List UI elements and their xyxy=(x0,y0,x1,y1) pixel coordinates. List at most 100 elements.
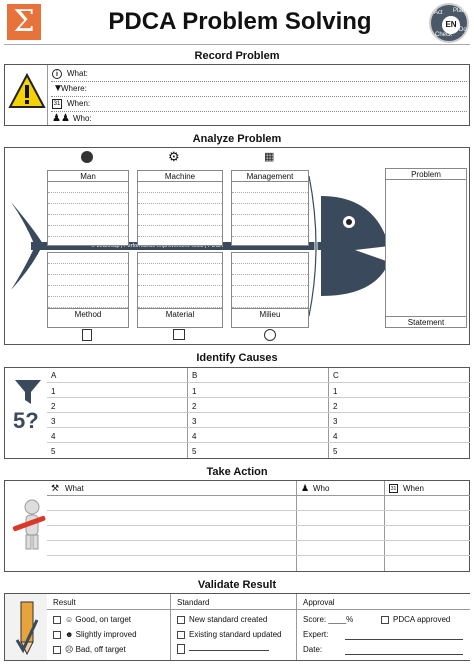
calendar-icon: 31 xyxy=(52,99,62,109)
pdca-approved[interactable]: PDCA approved xyxy=(381,615,450,624)
badge-ring-act: Act xyxy=(434,10,443,16)
badge-center: EN xyxy=(442,16,460,34)
category-milieu[interactable]: Milieu xyxy=(231,252,309,328)
people-icon: ♟♟ xyxy=(52,113,70,124)
page-title: PDCA Problem Solving xyxy=(108,8,372,35)
when-label: When: xyxy=(67,99,91,108)
fishbone-diagram xyxy=(11,175,389,317)
cause-b-2[interactable]: 2 xyxy=(192,402,197,411)
cause-c-3[interactable]: 3 xyxy=(333,417,338,426)
validate-header: Validate Result xyxy=(197,579,277,591)
record-panel: i What: ▼ Where: 31 When: ♟♟ Who: xyxy=(4,64,470,126)
date-field[interactable]: Date: xyxy=(303,645,463,655)
category-management[interactable]: Management xyxy=(231,170,309,246)
person-icon: ♟ xyxy=(301,483,310,493)
cause-b-3[interactable]: 3 xyxy=(192,417,197,426)
standard-updated[interactable]: Existing standard updated xyxy=(177,630,282,639)
sigma-logo: Σ xyxy=(7,4,41,40)
col-c-header: C xyxy=(333,371,339,380)
badge-ring-plan: Plan xyxy=(453,8,466,14)
action-who-header: Who xyxy=(313,484,330,493)
title-divider xyxy=(4,44,470,45)
cause-a-1[interactable]: 1 xyxy=(51,387,56,396)
cause-b-4[interactable]: 4 xyxy=(192,432,197,441)
standard-title: Standard xyxy=(177,598,210,607)
statement-label: Statement xyxy=(386,316,466,327)
result-title: Result xyxy=(53,598,76,607)
cause-c-4[interactable]: 4 xyxy=(333,432,338,441)
cause-b-5[interactable]: 5 xyxy=(192,447,197,456)
score-field[interactable]: Score: ____% xyxy=(303,615,354,624)
wrench-icon: ⚒ xyxy=(51,483,60,493)
approval-title: Approval xyxy=(303,598,335,607)
result-bad[interactable]: ☹ Bad, off target xyxy=(53,645,126,654)
category-method[interactable]: Method xyxy=(47,252,129,328)
brain-icon xyxy=(81,151,93,163)
sad-face-icon: ☹ xyxy=(65,645,74,654)
category-milieu-label: Milieu xyxy=(232,308,308,319)
material-box-icon xyxy=(173,329,185,340)
expert-field[interactable]: Expert: xyxy=(303,630,463,640)
action-what-header: What xyxy=(65,484,84,493)
badge-ring-check: Check xyxy=(435,32,453,38)
cause-c-5[interactable]: 5 xyxy=(333,447,338,456)
category-method-label: Method xyxy=(48,308,128,319)
record-row-who[interactable]: ♟♟ Who: xyxy=(51,112,467,127)
document-icon xyxy=(177,644,185,654)
validate-table: Result ☺ Good, on target ☻ Slightly impr… xyxy=(47,594,470,660)
checkbox-slight[interactable] xyxy=(53,630,61,639)
validate-panel: Result ☺ Good, on target ☻ Slightly impr… xyxy=(4,593,470,661)
result-good[interactable]: ☺ Good, on target xyxy=(53,615,131,624)
neutral-face-icon: ☻ xyxy=(65,630,74,639)
pencil-icon xyxy=(15,601,39,656)
category-management-label: Management xyxy=(232,171,308,182)
record-row-when[interactable]: 31 When: xyxy=(51,97,467,112)
badge-ring-do: Do xyxy=(459,27,467,33)
action-panel: ⚒ What ♟ Who 31 When xyxy=(4,480,470,572)
cause-c-1[interactable]: 1 xyxy=(333,387,338,396)
causes-header: Identify Causes xyxy=(196,352,278,364)
category-material[interactable]: Material xyxy=(137,252,223,328)
action-table: ⚒ What ♟ Who 31 When xyxy=(47,481,470,571)
cause-a-5[interactable]: 5 xyxy=(51,447,56,456)
checkbox-new-standard[interactable] xyxy=(177,615,185,624)
pdca-badge: EN Act Plan Do Check xyxy=(429,3,469,43)
category-man[interactable]: Man xyxy=(47,170,129,246)
problem-box[interactable]: Problem Statement xyxy=(385,168,467,328)
col-b-header: B xyxy=(192,371,198,380)
analyze-header: Analyze Problem xyxy=(192,133,282,145)
col-a-header: A xyxy=(51,371,57,380)
analyze-panel: ⚙ ▦ © Leanmap | Performance Improvement … xyxy=(4,147,470,345)
cause-a-4[interactable]: 4 xyxy=(51,432,56,441)
record-row-where[interactable]: ▼ Where: xyxy=(51,82,467,97)
result-slight[interactable]: ☻ Slightly improved xyxy=(53,630,137,639)
action-when-header: When xyxy=(403,484,424,493)
gear-icon: ⚙ xyxy=(168,149,180,164)
funnel-icon xyxy=(15,380,41,404)
checkbox-good[interactable] xyxy=(53,615,61,624)
checkbox-updated-standard[interactable] xyxy=(177,630,185,639)
what-label: What: xyxy=(67,69,88,78)
cause-a-3[interactable]: 3 xyxy=(51,417,56,426)
checkbox-bad[interactable] xyxy=(53,645,61,654)
standard-new[interactable]: New standard created xyxy=(177,615,267,624)
causes-table: A B C 1 2 3 4 5 1 2 3 4 5 1 2 3 4 5 xyxy=(47,368,470,458)
warning-icon xyxy=(8,73,46,108)
cause-b-1[interactable]: 1 xyxy=(192,387,197,396)
checkbox-pdca-approved[interactable] xyxy=(381,615,389,624)
who-label: Who: xyxy=(73,114,92,123)
spine-text: © Leanmap | Performance Improvement Tool… xyxy=(91,243,224,249)
standard-doc-field[interactable] xyxy=(177,644,269,654)
where-label: Where: xyxy=(61,84,87,93)
globe-icon xyxy=(264,329,276,341)
info-icon: i xyxy=(52,69,62,79)
location-pin-icon: ▼ xyxy=(53,83,63,94)
record-row-what[interactable]: i What: xyxy=(51,67,467,82)
causes-panel: 5? A B C 1 2 3 4 5 1 2 3 4 5 1 2 3 4 5 xyxy=(4,367,470,459)
category-machine[interactable]: Machine xyxy=(137,170,223,246)
category-machine-label: Machine xyxy=(138,171,222,182)
category-man-label: Man xyxy=(48,171,128,182)
cause-c-2[interactable]: 2 xyxy=(333,402,338,411)
category-material-label: Material xyxy=(138,308,222,319)
cause-a-2[interactable]: 2 xyxy=(51,402,56,411)
